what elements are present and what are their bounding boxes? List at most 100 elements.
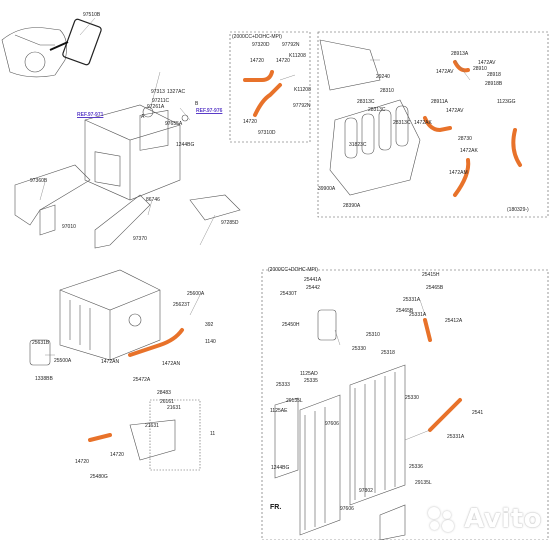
part-label: 39900A (318, 186, 336, 192)
part-label: 14720 (110, 452, 124, 458)
air-duct-illustration (14, 164, 151, 249)
part-label: 2541 (472, 410, 484, 416)
part-label: 1338BB (35, 376, 53, 382)
part-label: 28910 (473, 66, 487, 72)
part-label: 28918 (487, 72, 501, 78)
part-label: 25330 (405, 395, 419, 401)
part-label: 1125AE (270, 408, 288, 414)
part-label: 25600A (187, 291, 205, 297)
part-label: 25331A (403, 297, 421, 303)
part-label: 1244BG (176, 142, 195, 148)
part-label: 25336 (409, 464, 423, 470)
part-label: 97310D (258, 130, 276, 136)
part-label: 28730 (458, 136, 472, 142)
coolant-hose-a (423, 116, 452, 133)
part-label: 97606 (325, 421, 339, 427)
part-label: 1472AV (436, 69, 454, 75)
coolant-hose-c (453, 158, 471, 197)
part-label: 1472AN (101, 359, 120, 365)
part-label: 26161 (160, 399, 174, 405)
part-label: 25480G (90, 474, 108, 480)
date-note: (180329-) (507, 207, 529, 213)
avito-logo-icon (426, 505, 460, 533)
part-label: 25441A (304, 277, 322, 283)
part-label: 25442 (306, 285, 320, 291)
part-label: 25335 (304, 378, 318, 384)
part-label: 25500A (54, 358, 72, 364)
part-label: 28313C (357, 99, 375, 105)
part-label: 1123GG (497, 99, 516, 105)
part-label: 86746 (146, 197, 160, 203)
part-label: 14720 (250, 58, 264, 64)
bypass-hose (128, 328, 184, 357)
part-label: 25450H (282, 322, 300, 328)
part-label: 21631 (167, 405, 181, 411)
part-label: 25472A (133, 377, 151, 383)
part-label: 25623T (173, 302, 190, 308)
watermark-text: Avito (464, 504, 542, 534)
part-label: 97211C (152, 98, 170, 104)
cabin-filter-illustration (62, 18, 102, 66)
engine-block-illustration (59, 269, 161, 361)
car-silhouette-illustration (1, 27, 67, 78)
part-label: 97792N (293, 103, 311, 109)
radiator-hose-upper (423, 318, 432, 342)
part-label: 28390A (343, 203, 361, 209)
part-label: 28911A (431, 99, 448, 105)
reference-link[interactable]: REF.97-971 (77, 112, 104, 118)
part-label: 28483 (157, 390, 171, 396)
part-label: 28918B (485, 81, 503, 87)
coolant-hose-b (511, 128, 522, 167)
part-label: 97606 (340, 506, 354, 512)
part-label: 1472AV (446, 108, 464, 114)
part-label: 1244BG (271, 465, 290, 471)
part-label: 29135L (415, 480, 432, 486)
radiator-group-box (261, 269, 549, 540)
part-label: 29135L (286, 398, 303, 404)
thermostat-housing-illustration (29, 339, 51, 366)
part-label: 97261A (147, 104, 165, 110)
part-label: 1327AC (167, 89, 186, 95)
part-label: 25412A (445, 318, 463, 324)
heater-hose-lower (253, 83, 282, 117)
intake-manifold-illustration (319, 39, 421, 196)
part-label: 25465B (396, 308, 414, 314)
part-label: 25333 (276, 382, 290, 388)
part-label: 25310 (366, 332, 380, 338)
part-label: 14720 (243, 119, 257, 125)
front-direction-label: FR. (270, 504, 282, 511)
callout-marker: B (195, 101, 199, 107)
part-label: 25318 (381, 350, 395, 356)
bracket-illustration (189, 194, 241, 221)
heater-return-hose (88, 433, 112, 442)
part-label: 31823C (349, 142, 367, 148)
part-label: 14720 (75, 459, 89, 465)
part-label: 1472AM (449, 170, 468, 176)
reference-link[interactable]: REF.97-976 (196, 108, 223, 114)
part-label: 97792N (282, 42, 300, 48)
hvac-box-illustration (84, 104, 181, 201)
radiator-hose-lower (428, 398, 462, 432)
part-label: 97313 (151, 89, 165, 95)
fan-shroud-illustration (274, 397, 299, 479)
part-label: 28313C (393, 120, 411, 126)
part-label: 1472AN (162, 361, 181, 367)
reservoir-tank-illustration (317, 309, 337, 341)
part-label: 29240 (376, 74, 390, 80)
part-label: 21631 (145, 423, 159, 429)
part-label: 25631B (32, 340, 50, 346)
part-label: 25465B (426, 285, 444, 291)
part-label: 25430T (280, 291, 297, 297)
part-label: 28313C (368, 107, 386, 113)
intake-group-box (317, 31, 549, 218)
pipe-illustration (149, 399, 201, 471)
part-label: 97370 (133, 236, 147, 242)
part-label: 1472AV (478, 60, 496, 66)
part-label: 97285D (221, 220, 239, 226)
radiator-spec-header: (2000CC+DOHC-MPI) (268, 267, 318, 273)
part-label: K11208 (294, 87, 311, 93)
part-label: 25330 (352, 346, 366, 352)
part-label: 1140 (205, 339, 216, 345)
part-label: 28310 (380, 88, 394, 94)
